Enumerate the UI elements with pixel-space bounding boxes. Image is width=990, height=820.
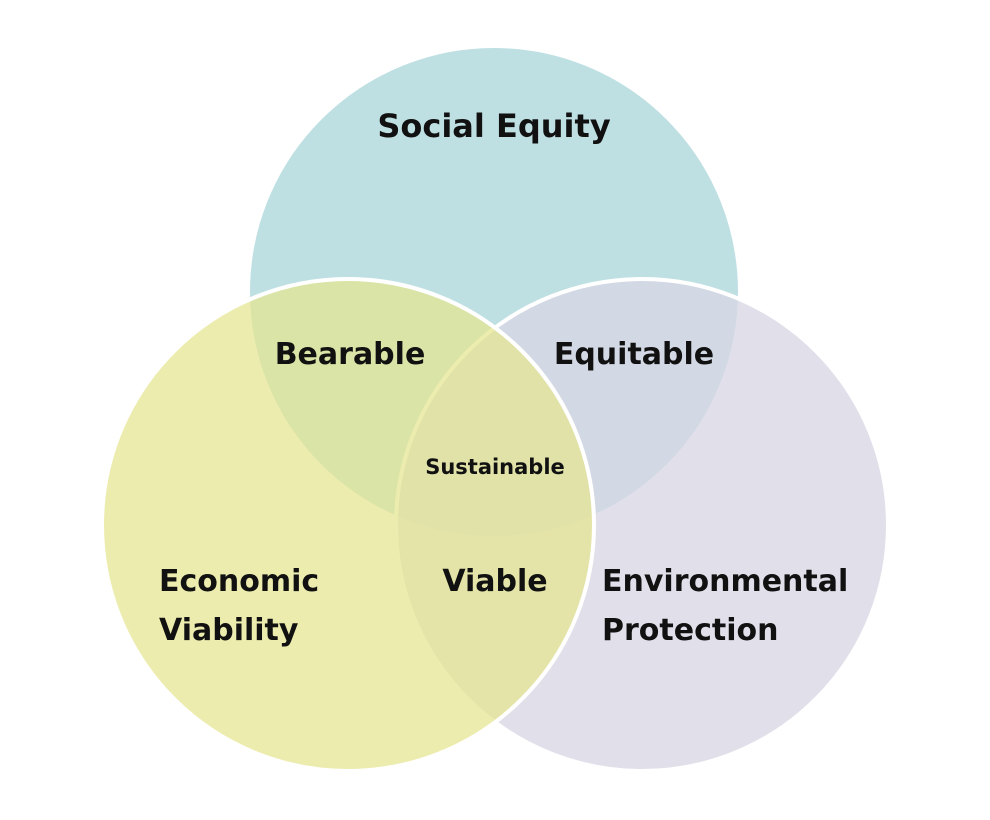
label-environmental-line2: Protection (602, 613, 778, 648)
label-social-equity: Social Equity (377, 107, 610, 145)
circle-economic-viability (100, 277, 596, 773)
label-equitable: Equitable (554, 337, 714, 372)
label-economic-line2: Viability (159, 613, 299, 648)
label-viable: Viable (442, 564, 547, 599)
label-bearable: Bearable (275, 337, 426, 372)
label-environmental-line1: Environmental (602, 564, 848, 599)
label-sustainable: Sustainable (425, 455, 565, 479)
label-economic-line1: Economic (159, 564, 319, 599)
